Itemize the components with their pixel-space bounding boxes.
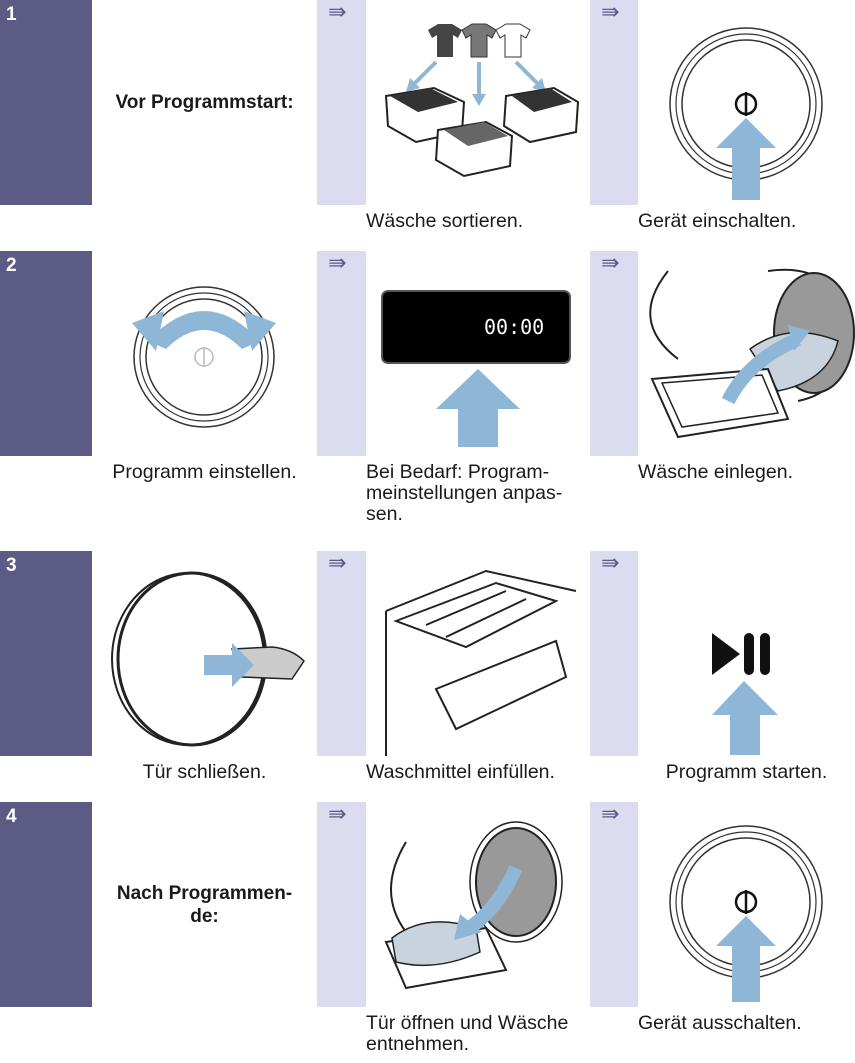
caption: Programm einstellen. [112, 461, 297, 483]
caption: Programm starten. [665, 761, 828, 783]
caption: Wäsche sortieren. [366, 210, 524, 232]
next-arrow-icon: ⇛ [601, 0, 620, 24]
next-arrow-icon: ⇛ [601, 250, 620, 275]
display-time: 00:00 [484, 315, 545, 339]
caption: Bei Bedarf: Program- meinstellungen anpa… [366, 461, 563, 525]
caption: Wäsche einlegen. [638, 461, 794, 483]
next-arrow-icon: ⇛ [328, 801, 347, 826]
close-door-image [92, 551, 317, 756]
next-arrow-icon: ⇛ [328, 550, 347, 575]
next-arrow-icon: ⇛ [601, 801, 620, 826]
step-title: Vor Programmstart: [115, 92, 294, 113]
caption: Tür schließen. [142, 761, 267, 783]
sort-laundry-image [366, 0, 590, 205]
unload-laundry-image [366, 802, 590, 1007]
program-dial-image [92, 251, 317, 456]
caption: Waschmittel einfüllen. [366, 761, 555, 783]
power-off-image [638, 802, 855, 1007]
detergent-drawer-image [366, 551, 590, 756]
step-number: 2 [0, 251, 92, 456]
caption: Gerät einschalten. [638, 210, 797, 232]
caption: Gerät ausschalten. [638, 1012, 802, 1034]
caption: Tür öffnen und Wäsche entnehmen. [366, 1012, 569, 1055]
display-image: 00:00 [366, 251, 590, 456]
step-number: 3 [0, 551, 92, 756]
next-arrow-icon: ⇛ [601, 550, 620, 575]
step-number: 1 [0, 0, 92, 205]
step-title-cell: Vor Programmstart: [92, 0, 317, 205]
step-title-cell: Nach Programmen- de: [92, 802, 317, 1007]
step-title: Nach Programmen- de: [116, 882, 293, 927]
next-arrow-icon: ⇛ [328, 0, 347, 24]
start-pause-image [638, 551, 855, 756]
step-number: 4 [0, 802, 92, 1007]
load-laundry-image [638, 251, 855, 456]
next-arrow-icon: ⇛ [328, 250, 347, 275]
power-on-image [638, 0, 855, 205]
